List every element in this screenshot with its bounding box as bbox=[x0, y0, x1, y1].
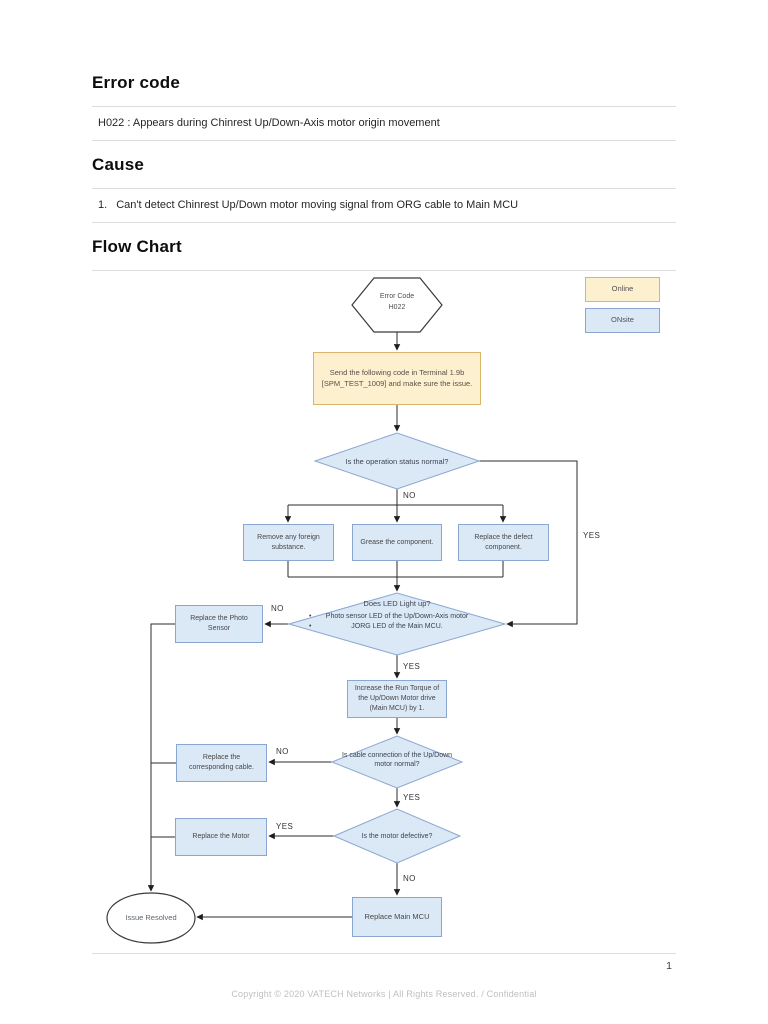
decision-led-diamond bbox=[287, 592, 507, 656]
node-replace-defect: Replace the defect component. bbox=[458, 524, 549, 561]
decision-led-label: Does LED Light up? •Photo sensor LED of … bbox=[291, 599, 503, 632]
end-ellipse bbox=[106, 892, 196, 944]
start-node-label: Error Code H022 bbox=[352, 292, 442, 313]
edge-label-no: NO bbox=[271, 604, 284, 613]
bullet-icon: • bbox=[309, 612, 312, 620]
error-code-text: H022 : Appears during Chinrest Up/Down-A… bbox=[98, 117, 440, 129]
start-hexagon bbox=[351, 277, 443, 333]
cause-item-number: 1. bbox=[98, 199, 108, 211]
decision-led-title: Does LED Light up? bbox=[363, 599, 431, 608]
decision-motor-diamond bbox=[332, 808, 462, 864]
divider bbox=[92, 222, 676, 223]
decision-operation-diamond bbox=[313, 432, 481, 490]
footer-divider bbox=[92, 953, 676, 954]
node-replace-main-mcu: Replace Main MCU bbox=[352, 897, 442, 937]
cause-heading: Cause bbox=[92, 155, 145, 174]
start-node-line1: Error Code bbox=[379, 293, 415, 300]
legend-online: Online bbox=[585, 277, 660, 302]
divider bbox=[92, 140, 676, 141]
edge-label-no: NO bbox=[403, 874, 416, 883]
edge-label-yes: YES bbox=[403, 662, 421, 671]
edge-label-yes: YES bbox=[583, 531, 601, 540]
flow-edge-yes-loop bbox=[479, 460, 578, 628]
bullet-icon: • bbox=[309, 622, 312, 630]
divider bbox=[92, 270, 676, 271]
decision-operation-label: Is the operation status normal? bbox=[345, 457, 449, 466]
copyright-text: Copyright © 2020 VATECH Networks | All R… bbox=[231, 989, 537, 999]
flow-edge-left-rail bbox=[147, 623, 175, 892]
decision-cable-diamond bbox=[330, 735, 464, 789]
error-code-heading: Error code bbox=[92, 73, 180, 92]
cause-item: 1. Can't detect Chinrest Up/Down motor mo… bbox=[92, 189, 676, 222]
node-send-code: Send the following code in Terminal 1.9b… bbox=[313, 352, 481, 405]
end-node-label: Issue Resolved bbox=[125, 913, 177, 922]
node-grease-component: Grease the component. bbox=[352, 524, 442, 561]
edge-label-no: NO bbox=[276, 747, 289, 756]
node-remove-foreign: Remove any foreign substance. bbox=[243, 524, 334, 561]
flow-chart-heading: Flow Chart bbox=[92, 237, 182, 256]
node-replace-photo-sensor: Replace the Photo Sensor bbox=[175, 605, 263, 643]
divider bbox=[92, 188, 676, 189]
edge-label-yes: YES bbox=[276, 822, 294, 831]
decision-led-item: •Photo sensor LED of the Up/Down-Axis mo… bbox=[291, 612, 503, 622]
legend-onsite: ONsite bbox=[585, 308, 660, 333]
cause-item-text: Can't detect Chinrest Up/Down motor movi… bbox=[116, 199, 519, 211]
start-node-line2: H022 bbox=[388, 303, 406, 311]
divider bbox=[92, 106, 676, 107]
decision-led-item: •JORG LED of the Main MCU. bbox=[291, 622, 503, 632]
decision-motor-label: Is the motor defective? bbox=[361, 833, 433, 840]
node-increase-torque: Increase the Run Torque of the Up/Down M… bbox=[347, 680, 447, 718]
page-number: 1 bbox=[666, 960, 672, 972]
decision-cable-label: Is cable connection of the Up/Down motor… bbox=[341, 752, 453, 769]
node-replace-motor: Replace the Motor bbox=[175, 818, 267, 856]
document-body: Error code H022 : Appears during Chinres… bbox=[92, 72, 676, 271]
edge-label-yes: YES bbox=[403, 793, 421, 802]
edge-label-no: NO bbox=[403, 491, 416, 500]
node-replace-cable: Replace the corresponding cable. bbox=[176, 744, 267, 782]
